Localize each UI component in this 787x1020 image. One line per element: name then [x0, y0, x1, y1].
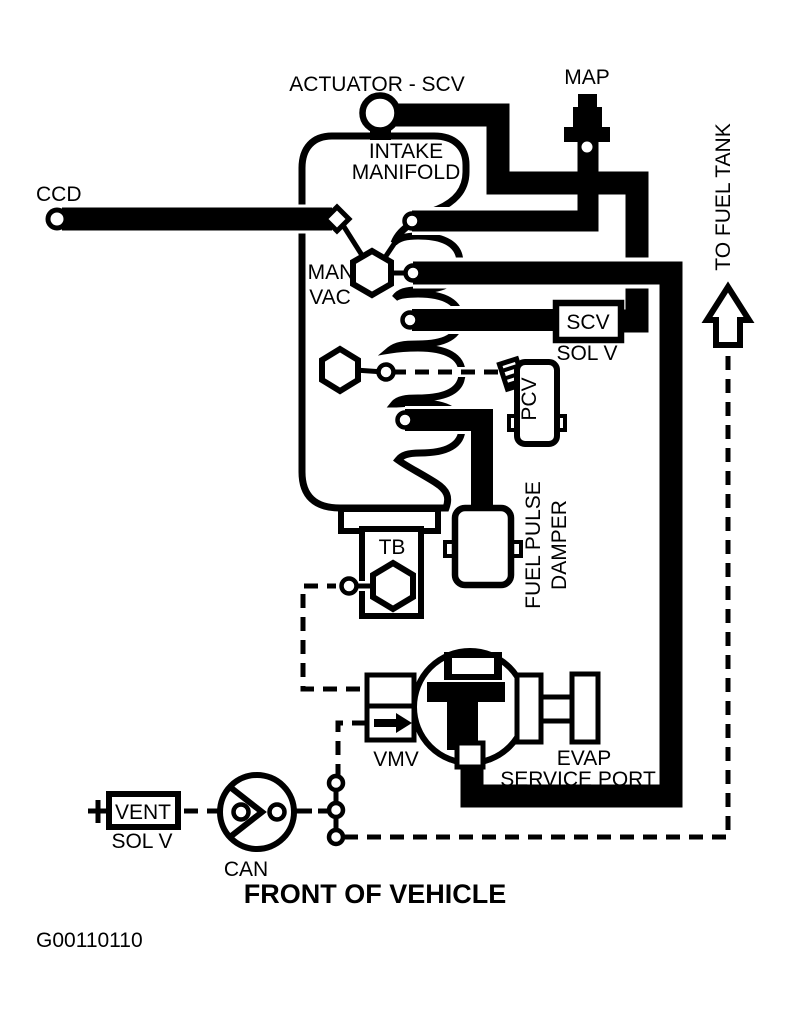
label-can: CAN — [224, 858, 268, 881]
evap-service-port-fitting — [514, 672, 544, 745]
manifold-ports — [376, 211, 423, 430]
vent-solenoid — [88, 791, 181, 830]
fuel-tank-arrow — [701, 281, 755, 348]
label-ccd: CCD — [36, 183, 82, 206]
pcv-valve — [496, 355, 567, 447]
label-fuel-pulse: FUEL PULSE — [522, 481, 545, 609]
label-vmv: VMV — [373, 748, 419, 771]
label-front-of-vehicle: FRONT OF VEHICLE — [244, 879, 507, 909]
tb-port — [336, 559, 416, 613]
label-service-port: SERVICE PORT — [500, 768, 656, 791]
canister — [217, 772, 330, 852]
hoses — [62, 103, 649, 516]
line-junction — [326, 773, 346, 847]
label-scv: SCV — [566, 311, 609, 334]
label-map: MAP — [564, 66, 610, 89]
label-to-fuel-tank: TO FUEL TANK — [712, 123, 735, 270]
fuel-pulse-damper — [443, 504, 523, 589]
hose-manifold-to-damper — [405, 409, 493, 516]
label-actuator-scv: ACTUATOR - SCV — [289, 73, 464, 96]
label-vent: VENT — [115, 801, 171, 824]
label-pcv: PCV — [518, 377, 541, 420]
ccd-connector — [45, 203, 353, 235]
dashed-lines — [184, 349, 731, 840]
hose-purge — [413, 257, 687, 812]
vmv-valve — [364, 648, 601, 770]
dash-junction-to-fuel-tank — [344, 349, 731, 840]
label-scv-sol-v: SOL V — [556, 342, 617, 365]
label-man: MAN — [308, 261, 355, 284]
label-figure-code: G00110110 — [36, 929, 143, 952]
label-intake: INTAKE — [369, 140, 443, 163]
pcv-port-fitting — [319, 345, 385, 395]
hose-manifold-to-map — [412, 138, 599, 232]
label-damper: DAMPER — [548, 500, 571, 590]
man-vac-fitting — [338, 220, 411, 299]
map-sensor — [564, 94, 610, 153]
label-vent-sol-v: SOL V — [111, 830, 172, 853]
label-tb: TB — [379, 536, 406, 559]
label-evap: EVAP — [557, 747, 611, 770]
label-manifold: MANIFOLD — [352, 161, 461, 184]
dash-tb-to-vmv — [300, 583, 365, 692]
dash-vmv-to-junction — [335, 720, 366, 775]
scv-solenoid — [552, 299, 625, 344]
label-vac: VAC — [309, 286, 351, 309]
scv-actuator — [359, 92, 401, 140]
flow-arrow-icon — [374, 713, 412, 733]
hose-actuator-to-scv-solenoid — [392, 103, 649, 333]
